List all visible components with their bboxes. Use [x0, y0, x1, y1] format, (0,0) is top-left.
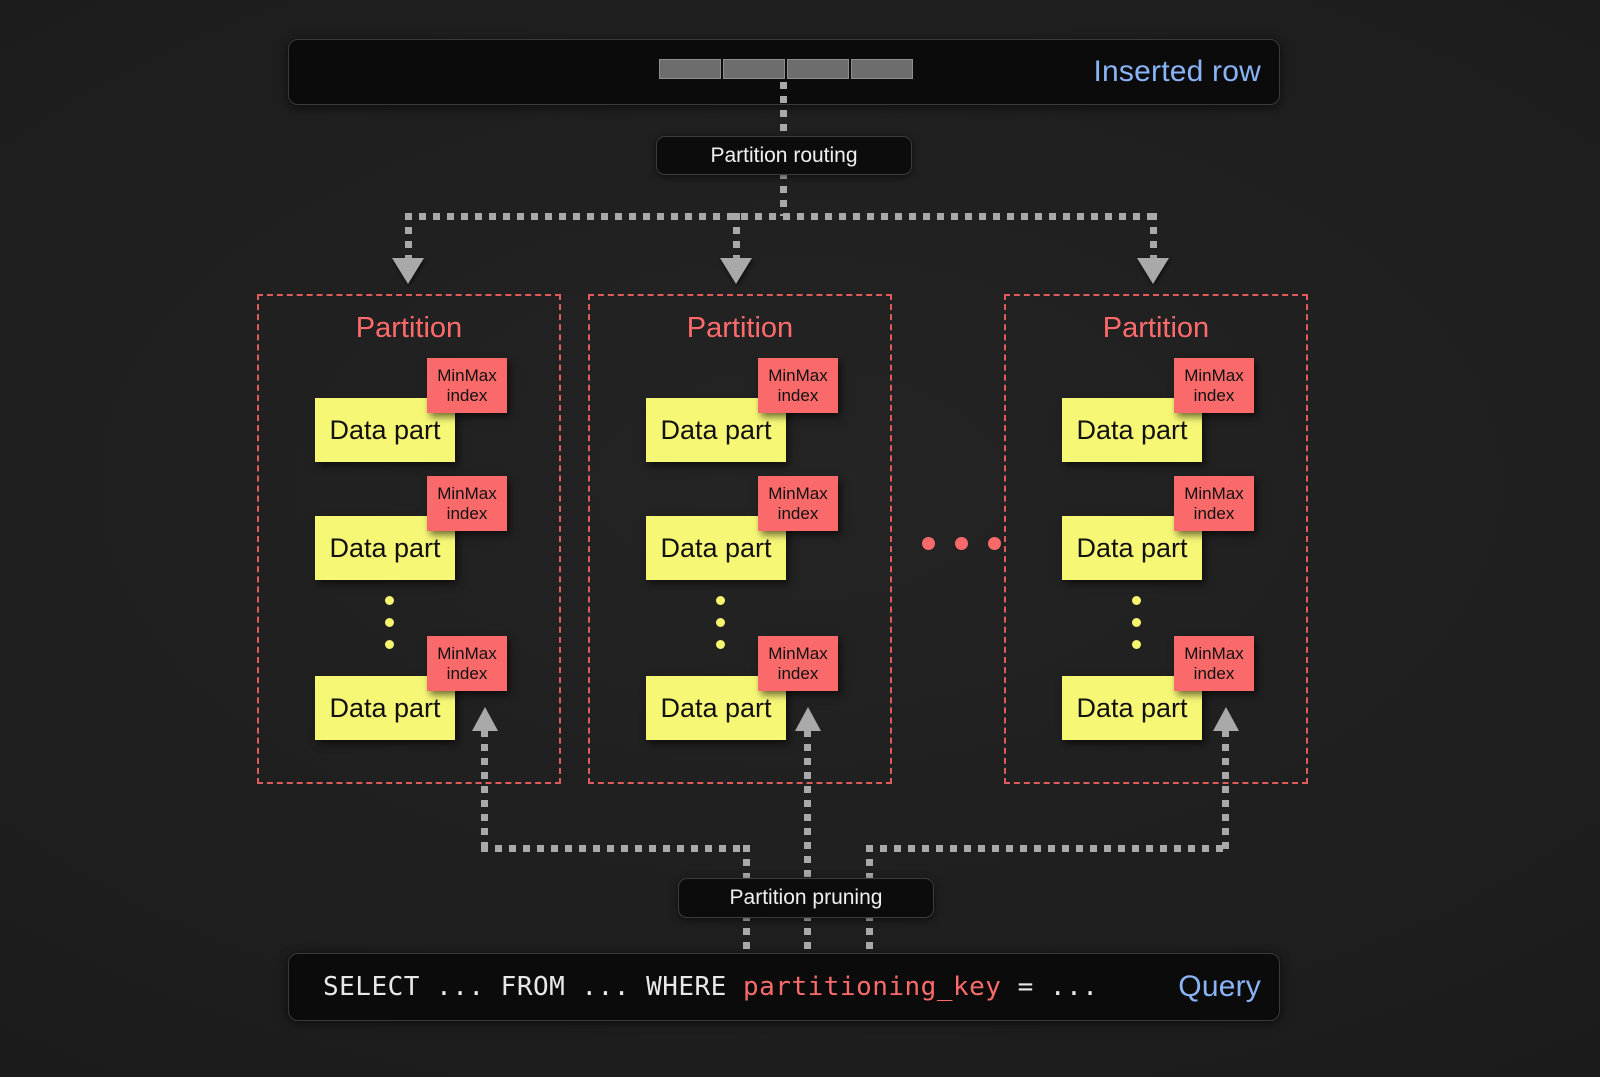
- minmax-line-2: index: [446, 385, 488, 405]
- partition-routing-box: Partition routing: [656, 136, 912, 175]
- ellipsis-dot: [988, 537, 1001, 550]
- ellipsis-dot: [385, 596, 394, 605]
- ellipsis-dot: [955, 537, 968, 550]
- row-cell: [723, 59, 785, 79]
- partition-3: Partition Data part MinMax index Data pa…: [1004, 294, 1308, 784]
- connector-prune-drop-left: [743, 845, 750, 885]
- connector-insert-to-routing: [780, 82, 787, 138]
- connector-pruning-to-query-1: [743, 914, 750, 956]
- connector-prune-rail-right: [866, 845, 1229, 852]
- ellipsis-dot: [385, 618, 394, 627]
- minmax-index-box: MinMax index: [427, 636, 507, 691]
- minmax-line-2: index: [777, 503, 819, 523]
- minmax-line-1: MinMax: [1184, 643, 1244, 663]
- connector-drop-partition-3: [1150, 213, 1157, 261]
- query-label: Query: [1178, 970, 1261, 1003]
- minmax-index-box: MinMax index: [758, 636, 838, 691]
- ellipsis-dot: [1132, 596, 1141, 605]
- connector-drop-partition-2: [733, 213, 740, 261]
- arrow-up-partition-1: [472, 707, 498, 731]
- connector-pruning-to-query-3: [866, 914, 873, 956]
- ellipsis-dot: [716, 640, 725, 649]
- minmax-line-2: index: [1193, 503, 1235, 523]
- minmax-line-2: index: [446, 663, 488, 683]
- minmax-index-box: MinMax index: [1174, 476, 1254, 531]
- ellipsis-dot: [1132, 640, 1141, 649]
- connector-prune-rail-left: [481, 845, 749, 852]
- data-part-unit: Data part MinMax index: [646, 358, 886, 478]
- minmax-index-box: MinMax index: [427, 358, 507, 413]
- data-part-box: Data part: [646, 398, 786, 462]
- data-part-unit: Data part MinMax index: [1062, 358, 1302, 478]
- partition-pruning-label: Partition pruning: [729, 886, 883, 909]
- arrow-down-partition-2: [720, 258, 752, 284]
- connector-drop-partition-1: [405, 213, 412, 261]
- data-part-unit: Data part MinMax index: [1062, 636, 1302, 756]
- row-cell: [851, 59, 913, 79]
- minmax-line-2: index: [1193, 663, 1235, 683]
- partition-pruning-box: Partition pruning: [678, 878, 934, 918]
- data-part-unit: Data part MinMax index: [315, 358, 555, 478]
- query-text: SELECT ... FROM ... WHERE partitioning_k…: [323, 972, 1098, 1002]
- minmax-index-box: MinMax index: [758, 476, 838, 531]
- query-prefix: SELECT ... FROM ... WHERE: [323, 972, 743, 1002]
- data-part-ellipsis: [1132, 596, 1141, 649]
- minmax-line-1: MinMax: [437, 365, 497, 385]
- partition-title: Partition: [355, 312, 463, 344]
- connector-pruning-to-query-2: [804, 914, 811, 956]
- minmax-line-1: MinMax: [1184, 365, 1244, 385]
- minmax-index-box: MinMax index: [1174, 358, 1254, 413]
- arrow-down-partition-3: [1137, 258, 1169, 284]
- partition-1: Partition Data part MinMax index Data pa…: [257, 294, 561, 784]
- minmax-line-2: index: [777, 385, 819, 405]
- ellipsis-dot: [385, 640, 394, 649]
- arrow-down-partition-1: [392, 258, 424, 284]
- minmax-line-2: index: [446, 503, 488, 523]
- inserted-row-cells: [659, 59, 913, 79]
- minmax-line-1: MinMax: [437, 643, 497, 663]
- arrow-up-partition-3: [1213, 707, 1239, 731]
- connector-fanout-rail: [405, 213, 1157, 220]
- minmax-line-1: MinMax: [1184, 483, 1244, 503]
- connector-prune-drop-right: [866, 845, 873, 885]
- data-part-unit: Data part MinMax index: [646, 636, 886, 756]
- minmax-line-1: MinMax: [768, 365, 828, 385]
- minmax-index-box: MinMax index: [758, 358, 838, 413]
- data-part-unit: Data part MinMax index: [646, 476, 886, 596]
- arrow-up-partition-2: [795, 707, 821, 731]
- ellipsis-dot: [716, 596, 725, 605]
- row-cell: [659, 59, 721, 79]
- inserted-row-label: Inserted row: [1093, 55, 1261, 88]
- connector-prune-up-3: [1222, 730, 1229, 850]
- minmax-line-2: index: [777, 663, 819, 683]
- partition-ellipsis: [922, 537, 1001, 550]
- connector-prune-up-2: [804, 730, 811, 878]
- ellipsis-dot: [716, 618, 725, 627]
- connector-prune-up-1: [481, 730, 488, 850]
- minmax-line-2: index: [1193, 385, 1235, 405]
- minmax-line-1: MinMax: [437, 483, 497, 503]
- query-bar: SELECT ... FROM ... WHERE partitioning_k…: [288, 953, 1280, 1021]
- query-suffix: = ...: [1001, 972, 1099, 1002]
- minmax-line-1: MinMax: [768, 483, 828, 503]
- data-part-ellipsis: [716, 596, 725, 649]
- partition-title: Partition: [1102, 312, 1210, 344]
- row-cell: [787, 59, 849, 79]
- data-part-unit: Data part MinMax index: [1062, 476, 1302, 596]
- data-part-ellipsis: [385, 596, 394, 649]
- data-part-unit: Data part MinMax index: [315, 476, 555, 596]
- partition-routing-label: Partition routing: [710, 143, 858, 167]
- query-partitioning-key: partitioning_key: [743, 972, 1002, 1002]
- partition-title: Partition: [686, 312, 794, 344]
- minmax-line-1: MinMax: [768, 643, 828, 663]
- minmax-index-box: MinMax index: [427, 476, 507, 531]
- partition-2: Partition Data part MinMax index Data pa…: [588, 294, 892, 784]
- ellipsis-dot: [1132, 618, 1141, 627]
- connector-routing-trunk: [780, 172, 787, 216]
- ellipsis-dot: [922, 537, 935, 550]
- minmax-index-box: MinMax index: [1174, 636, 1254, 691]
- data-part-unit: Data part MinMax index: [315, 636, 555, 756]
